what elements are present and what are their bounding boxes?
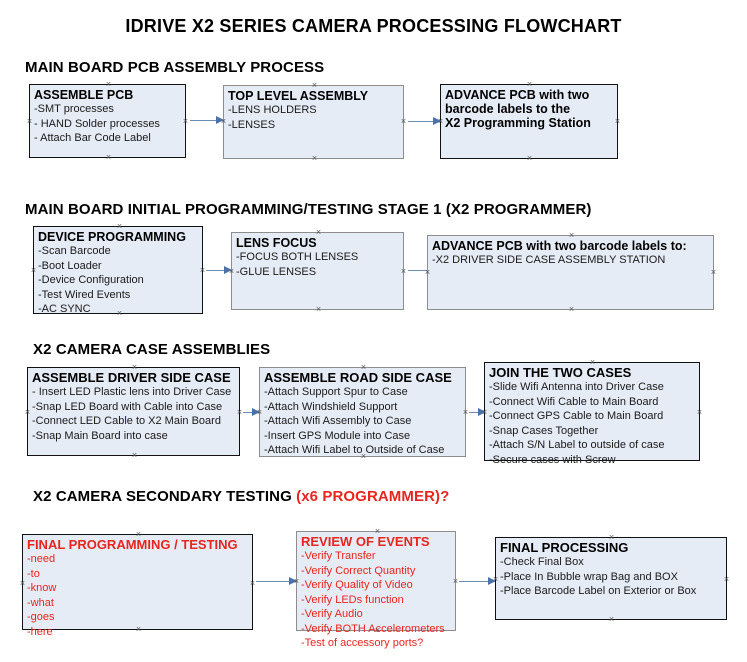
section-heading-text: MAIN BOARD INITIAL PROGRAMMING/TESTING S… <box>25 201 592 218</box>
connection-handle-bottom[interactable] <box>526 155 533 162</box>
section-heading-text: X2 CAMERA CASE ASSEMBLIES <box>33 341 271 358</box>
node-item: -here <box>27 625 53 638</box>
node-item: -Snap Main Board into case <box>32 429 168 442</box>
node-item: -Snap Cases Together <box>489 424 599 437</box>
node-item: -Verify BOTH Accelerometers <box>301 622 445 635</box>
node-header: ASSEMBLE ROAD SIDE CASE <box>264 370 452 385</box>
node-item: -Verify LEDs function <box>301 593 404 606</box>
node-item: -LENS HOLDERS <box>228 104 317 116</box>
node-item: -SMT processes <box>34 103 114 115</box>
node-header: ADVANCE PCB with two <box>445 88 590 102</box>
node-item: -Snap LED Board with Cable into Case <box>32 400 223 413</box>
node-item: -GLUE LENSES <box>236 265 317 278</box>
arrow-assemble-pcb-to-top-level-assembly <box>190 116 224 125</box>
node-item: barcode labels to the <box>445 102 571 116</box>
node-item: -Connect Wifi Cable to Main Board <box>489 395 659 408</box>
page-title: IDRIVE X2 SERIES CAMERA PROCESSING FLOWC… <box>125 16 622 36</box>
connection-handle-bottom[interactable] <box>608 616 615 623</box>
connection-handle-bottom[interactable] <box>315 306 322 313</box>
node-item: -Verify Correct Quantity <box>301 564 416 577</box>
node-item: -Verify Audio <box>301 608 363 620</box>
node-header: FINAL PROGRAMMING / TESTING <box>27 537 238 552</box>
node-item: - Attach Bar Code Label <box>34 132 151 144</box>
node-item: -Insert GPS Module into Case <box>264 429 411 442</box>
node-item: -Secure cases with Screw <box>489 453 616 466</box>
node-top-level-assembly[interactable]: TOP LEVEL ASSEMBLY -LENS HOLDERS -LENSES <box>223 85 404 159</box>
connection-handle-right[interactable] <box>710 269 717 276</box>
node-item: -Attach Support Spur to Case <box>264 386 408 398</box>
arrow-review-of-events-to-final-processing <box>459 577 496 586</box>
node-item: -Test Wired Events <box>38 288 131 301</box>
node-item: -Attach S/N Label to outside of case <box>489 439 665 451</box>
node-item: -goes <box>27 611 55 623</box>
node-header: FINAL PROCESSING <box>500 540 629 555</box>
connection-handle-bottom[interactable] <box>131 452 138 459</box>
node-item: -X2 DRIVER SIDE CASE ASSEMBLY STATION <box>432 254 666 266</box>
node-advance-pcb-to-driver-side-case[interactable]: ADVANCE PCB with two barcode labels to: … <box>427 235 714 310</box>
arrow-final-programming-to-review-of-events <box>256 577 297 586</box>
connection-handle-bottom[interactable] <box>568 306 575 313</box>
node-final-processing[interactable]: FINAL PROCESSING -Check Final Box -Place… <box>495 537 727 620</box>
node-item: -Attach Windshield Support <box>264 400 398 413</box>
section-heading-text: X2 CAMERA SECONDARY TESTING <box>33 488 297 505</box>
connection-handle-bottom[interactable] <box>105 154 112 161</box>
node-header: ASSEMBLE DRIVER SIDE CASE <box>32 370 231 385</box>
connection-handle-bottom[interactable] <box>311 155 318 162</box>
node-item: -Scan Barcode <box>38 245 111 257</box>
node-header: DEVICE PROGRAMMING <box>38 230 186 244</box>
node-item: -Connect LED Cable to X2 Main Board <box>32 415 221 427</box>
node-item: -Verify Transfer <box>301 550 376 562</box>
node-device-programming[interactable]: DEVICE PROGRAMMING -Scan Barcode -Boot L… <box>33 226 203 315</box>
section-heading-main-board-pcb-assembly-process: MAIN BOARD PCB ASSEMBLY PROCESS <box>25 59 324 76</box>
arrow-road-side-to-join-cases <box>469 408 486 417</box>
node-join-the-two-cases[interactable]: JOIN THE TWO CASES -Slide Wifi Antenna i… <box>484 362 700 466</box>
node-header: LENS FOCUS <box>236 236 317 250</box>
section-heading-accent: (x6 PROGRAMMER)? <box>296 488 450 505</box>
node-item: -to <box>27 567 40 580</box>
node-item: -what <box>27 596 54 609</box>
section-heading-x2-camera-secondary-testing: X2 CAMERA SECONDARY TESTING (x6 PROGRAMM… <box>33 488 449 505</box>
node-assemble-driver-side-case[interactable]: ASSEMBLE DRIVER SIDE CASE - Insert LED P… <box>27 367 240 456</box>
node-final-programming-testing[interactable]: FINAL PROGRAMMING / TESTING -need -to -k… <box>22 534 253 638</box>
node-item: -know <box>27 582 57 594</box>
node-item: -Slide Wifi Antenna into Driver Case <box>489 381 664 393</box>
node-header: ASSEMBLE PCB <box>34 88 134 102</box>
node-item: -AC SYNC <box>38 303 91 315</box>
section-heading-main-board-initial-programming: MAIN BOARD INITIAL PROGRAMMING/TESTING S… <box>25 201 592 218</box>
node-assemble-pcb[interactable]: ASSEMBLE PCB -SMT processes - HAND Solde… <box>29 84 186 158</box>
node-item: -Place Barcode Label on Exterior or Box <box>500 585 697 597</box>
node-item: -Verify Quality of Video <box>301 579 413 591</box>
node-item: - HAND Solder processes <box>34 117 160 130</box>
node-item: -Attach Wifi Label to Outside of Case <box>264 444 445 456</box>
arrow-device-programming-to-lens-focus <box>206 266 232 275</box>
node-item: -LENSES <box>228 118 276 131</box>
node-item: -FOCUS BOTH LENSES <box>236 251 359 263</box>
section-heading-x2-camera-case-assemblies: X2 CAMERA CASE ASSEMBLIES <box>33 341 270 358</box>
node-item: -Connect GPS Cable to Main Board <box>489 410 664 422</box>
node-header: TOP LEVEL ASSEMBLY <box>228 89 369 103</box>
arrow-top-level-assembly-to-advance-pcb <box>408 117 441 126</box>
node-item: -need <box>27 553 56 565</box>
node-header: ADVANCE PCB with two barcode labels to: <box>432 239 687 253</box>
node-assemble-road-side-case[interactable]: ASSEMBLE ROAD SIDE CASE -Attach Support … <box>259 367 466 457</box>
node-header: REVIEW OF EVENTS <box>301 534 430 549</box>
node-advance-pcb-to-programming-station[interactable]: ADVANCE PCB with two barcode labels to t… <box>440 84 618 159</box>
section-heading-text: MAIN BOARD PCB ASSEMBLY PROCESS <box>25 59 325 76</box>
node-header: JOIN THE TWO CASES <box>489 365 632 380</box>
node-review-of-events[interactable]: REVIEW OF EVENTS -Verify Transfer -Verif… <box>296 531 456 649</box>
node-item: -Device Configuration <box>38 274 144 286</box>
node-item-overflow: -Test of accessory ports? <box>301 637 424 649</box>
node-item: -Check Final Box <box>500 556 584 568</box>
arrow-driver-side-to-road-side <box>243 408 260 417</box>
node-item: -Attach Wifi Assembly to Case <box>264 415 412 427</box>
node-item: - Insert LED Plastic lens into Driver Ca… <box>32 386 232 398</box>
node-item: -Boot Loader <box>38 259 102 272</box>
node-item: X2 Programming Station <box>445 116 591 130</box>
node-lens-focus[interactable]: LENS FOCUS -FOCUS BOTH LENSES -GLUE LENS… <box>231 232 404 310</box>
node-item: -Place In Bubble wrap Bag and BOX <box>500 570 678 583</box>
